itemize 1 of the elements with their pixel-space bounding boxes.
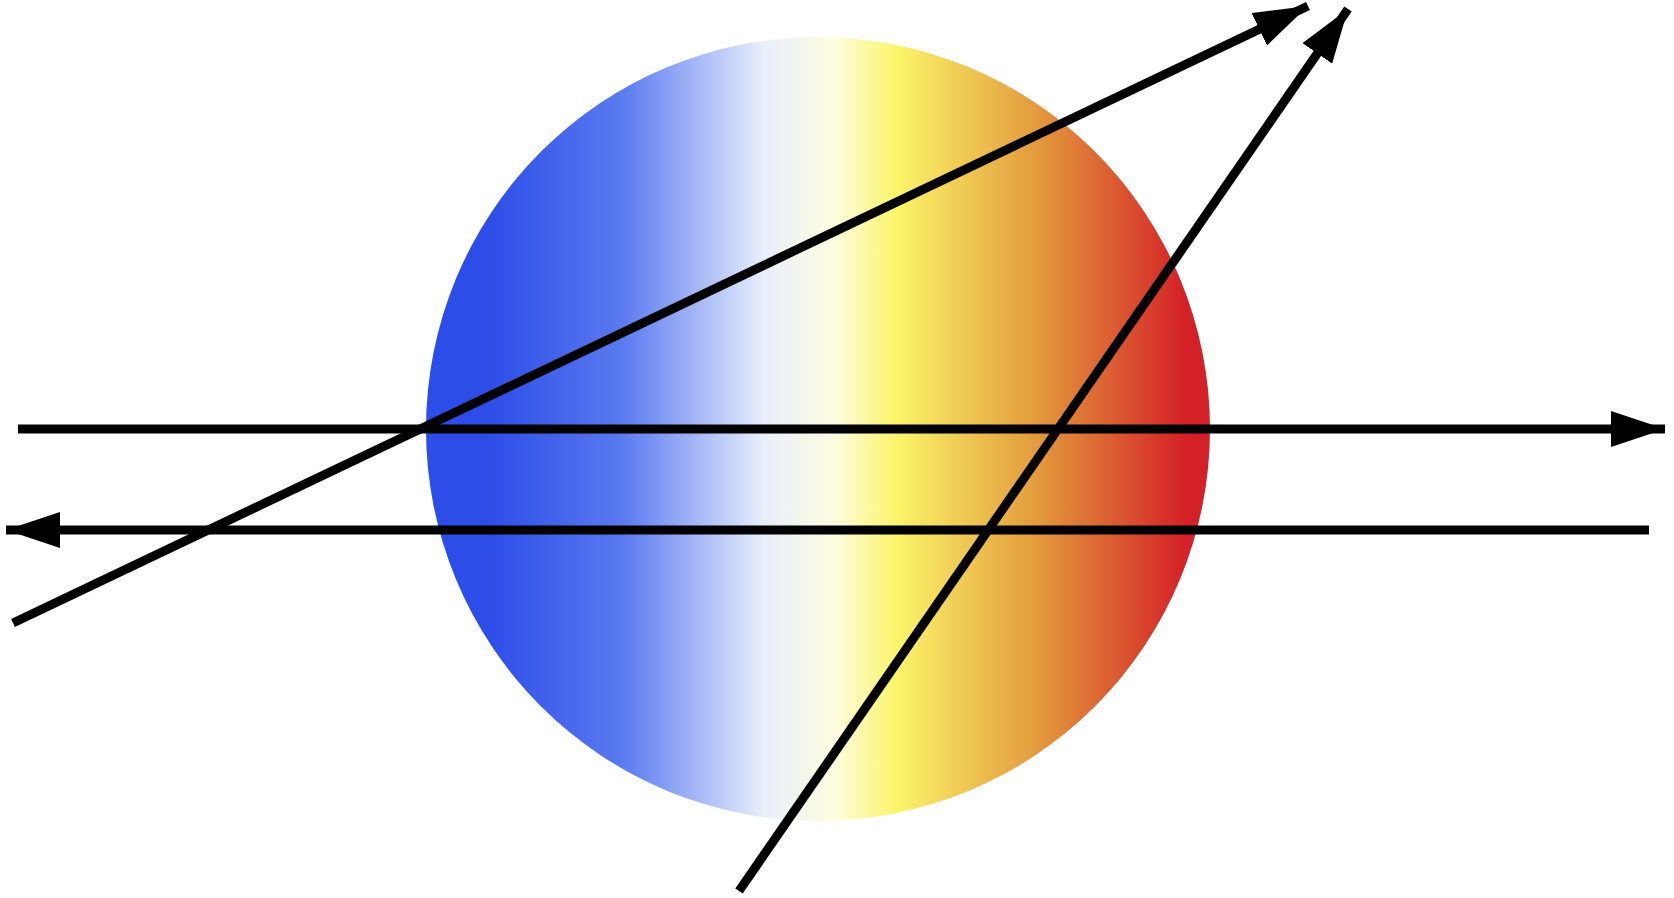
gradient-sphere (426, 37, 1210, 821)
